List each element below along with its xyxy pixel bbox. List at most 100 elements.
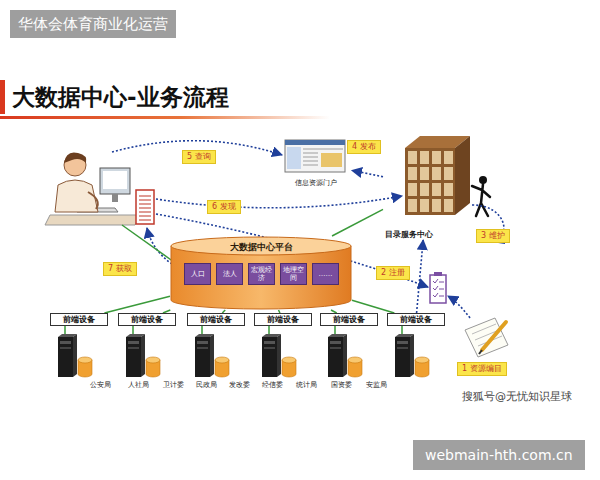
node-label: 前端设备 xyxy=(200,315,232,325)
agency-name: 卫计委 xyxy=(163,380,184,390)
frontend-device-box: 前端设备 xyxy=(50,313,108,326)
shelf-cell xyxy=(420,167,429,180)
node-label: 前端设备 xyxy=(131,315,163,325)
agency-name: 统计局 xyxy=(296,380,317,390)
checklist-icon xyxy=(430,272,446,303)
step-tag: 4 发布 xyxy=(347,140,381,154)
data-category-box: 法人 xyxy=(216,263,243,285)
agency-name: 发改委 xyxy=(229,380,250,390)
paper xyxy=(465,318,508,357)
shelf-cell xyxy=(432,199,441,212)
shelf-cell xyxy=(444,199,453,212)
checklist-sheet xyxy=(430,275,446,303)
catalog-shelves xyxy=(405,136,490,216)
server-symbol xyxy=(58,334,92,377)
screen-picture xyxy=(321,153,342,167)
node-label: 法人 xyxy=(223,270,237,278)
data-category-box: 宏观经济 xyxy=(248,263,275,285)
shelf-cell xyxy=(420,199,429,212)
stick-figure xyxy=(472,176,490,216)
user-illustration xyxy=(45,152,140,225)
server-row xyxy=(58,326,429,377)
cylinder-top xyxy=(171,237,351,255)
shelf-cell xyxy=(432,167,441,180)
step-tag: 3 维护 xyxy=(476,229,510,243)
node-label: 信息资源门户 xyxy=(280,178,352,188)
screen-sidebar xyxy=(287,147,301,169)
portal-screenshot xyxy=(285,140,345,172)
agency-name: 安监局 xyxy=(366,380,387,390)
step-tag: 1 资源编目 xyxy=(457,362,507,376)
shelf-cell xyxy=(444,167,453,180)
pencil-tip xyxy=(479,350,482,354)
watermark-url: webmain-hth.com.cn xyxy=(413,440,585,470)
shelf-cell xyxy=(432,151,441,164)
user-arm xyxy=(88,192,98,209)
portal-node: 信息资源门户 xyxy=(280,138,352,188)
shelf-cell xyxy=(420,183,429,196)
catalog-link-arrow xyxy=(156,214,428,287)
frontend-device-box: 前端设备 xyxy=(387,313,445,326)
node-label: 前端设备 xyxy=(333,315,365,325)
document-lines xyxy=(139,196,151,220)
frontend-device-box: 前端设备 xyxy=(187,313,245,326)
step-tag: 2 注册 xyxy=(376,266,410,280)
node-label: 目录服务中心 xyxy=(385,229,473,240)
frontend-device-box: 前端设备 xyxy=(118,313,176,326)
frontend-device-box: 前端设备 xyxy=(320,313,378,326)
agency-name: 公安局 xyxy=(90,380,111,390)
server-symbol xyxy=(328,334,362,377)
server-symbol xyxy=(395,334,429,377)
checklist-ticks xyxy=(433,279,444,297)
catalog-node: 目录服务中心 xyxy=(383,132,473,240)
query-arrow xyxy=(112,141,282,155)
step-tag: 6 发现 xyxy=(207,200,241,214)
user-hair xyxy=(64,152,86,163)
agency-name: 人社局 xyxy=(128,380,149,390)
green-link-line xyxy=(332,209,383,236)
dotted-flow-arrow xyxy=(417,240,424,313)
banner-text: 华体会体育商业化运营 xyxy=(10,10,176,38)
green-link-line xyxy=(352,300,394,313)
node-label: 地理空间 xyxy=(281,266,306,282)
title-underline xyxy=(0,116,330,119)
green-link-line xyxy=(104,296,170,313)
server-symbol xyxy=(195,334,229,377)
monitor-stand xyxy=(112,194,118,202)
device-wire xyxy=(65,326,402,334)
shelf-side xyxy=(455,136,470,215)
cataloging-icon xyxy=(465,318,508,357)
user-body xyxy=(55,180,98,212)
watermark: 搜狐号@无忧知识星球 xyxy=(462,389,572,404)
cataloging-arrow xyxy=(448,296,470,318)
discover-arrow xyxy=(156,196,402,208)
agency-name: 经信委 xyxy=(262,380,283,390)
figure-limbs xyxy=(472,184,490,216)
step-tag: 5 查询 xyxy=(182,150,216,164)
screen-frame xyxy=(285,140,345,172)
node-label: 前端设备 xyxy=(267,315,299,325)
data-category-box: …… xyxy=(312,263,339,285)
node-label: 前端设备 xyxy=(63,315,95,325)
dotted-flow-arrow xyxy=(352,170,383,176)
shelf-cell xyxy=(408,183,417,196)
shelf-cell xyxy=(420,151,429,164)
data-category-box: 地理空间 xyxy=(280,263,307,285)
shelf-cell xyxy=(444,183,453,196)
diagram-title: 大数据中心-业务流程 xyxy=(12,82,229,113)
agency-name: 民政局 xyxy=(196,380,217,390)
server-symbol xyxy=(262,334,296,377)
node-label: 大数据中心平台 xyxy=(170,241,352,254)
shelf-cell xyxy=(444,151,453,164)
platform-cylinder: 大数据中心平台人口法人宏观经济地理空间…… xyxy=(170,236,352,310)
pencil xyxy=(482,322,506,350)
shelf-cell xyxy=(408,199,417,212)
agency-name: 国资委 xyxy=(331,380,352,390)
monitor xyxy=(100,168,130,194)
node-label: 宏观经济 xyxy=(249,266,274,282)
monitor-screen xyxy=(103,171,127,189)
document-icon xyxy=(136,190,154,224)
node-label: 前端设备 xyxy=(400,315,432,325)
shelf-cells xyxy=(408,151,453,212)
flow-arrows xyxy=(112,141,504,318)
